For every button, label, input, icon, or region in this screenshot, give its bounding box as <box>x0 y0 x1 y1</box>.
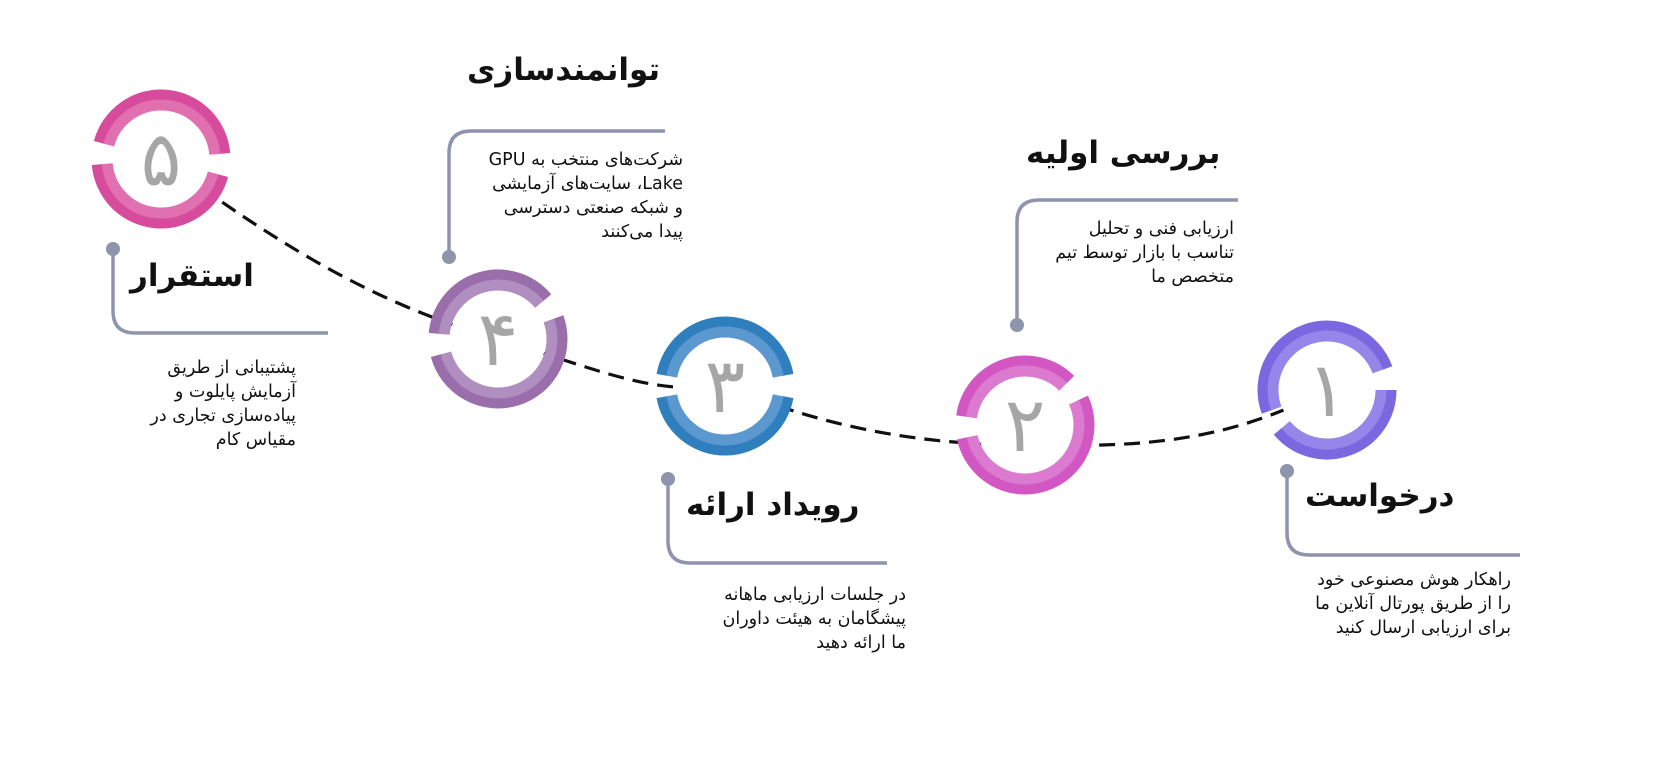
description-line: متخصص ما <box>1151 267 1234 287</box>
description-line: و شبکه صنعتی دسترسی <box>503 198 683 218</box>
ring-arc <box>91 163 229 229</box>
step-1-description: راهکار هوش مصنوعی خود را از طریق پورتال آ… <box>1281 568 1511 640</box>
description-line: پیشگامان به هیئت داوران <box>722 609 906 629</box>
ring-arc <box>966 365 1068 419</box>
ring-center <box>1279 342 1375 438</box>
ring-arc <box>440 318 558 399</box>
ring-arc <box>956 355 1075 417</box>
description-line: در جلسات ارزیابی ماهانه <box>724 585 906 605</box>
ring-arc <box>656 396 794 456</box>
step-4-ring: ۴ <box>428 269 568 409</box>
step-4-description: شرکت‌های منتخب به GPU Lake، سایت‌های آزما… <box>467 148 683 244</box>
step-number: ۲ <box>1005 380 1046 469</box>
description-line: را از طریق پورتال آنلاین ما <box>1315 594 1511 614</box>
ring-arc <box>1273 389 1397 460</box>
step-5-description: پشتیبانی از طریق آزمایش پایلوت و پیاده‌ساز… <box>130 356 296 452</box>
step-1-ring: ۱ <box>1257 320 1397 460</box>
step-2-ring: ۲ <box>956 355 1095 495</box>
step-number: ۱ <box>1307 345 1348 434</box>
step-5-connector <box>111 249 328 335</box>
ring-arc <box>103 99 221 155</box>
step-number: ۳ <box>705 341 746 430</box>
ring-center <box>113 111 209 207</box>
step-4-connector <box>447 129 665 257</box>
ring-arc <box>430 315 568 409</box>
ring-arc <box>93 89 231 155</box>
step-1-connector <box>1285 471 1520 557</box>
description-line: پیاده‌سازی تجاری در <box>150 406 296 426</box>
step-3-title: رویداد ارائه <box>686 487 860 523</box>
ring-arc <box>666 326 784 378</box>
connector-dot <box>661 472 675 486</box>
step-2-connector <box>1015 198 1238 325</box>
description-line: ارزیابی فنی و تحلیل <box>1088 219 1234 239</box>
description-line: مقیاس کام <box>215 430 296 450</box>
connector-dot <box>442 250 456 264</box>
step-3-connector <box>666 479 887 565</box>
step-3-description: در جلسات ارزیابی ماهانه پیشگامان به هیئت … <box>686 583 906 655</box>
step-3-ring: ۳ <box>656 316 794 456</box>
description-line: آزمایش پایلوت و <box>174 382 296 402</box>
ring-center <box>677 338 773 434</box>
description-line: پیدا می‌کنند <box>601 222 683 242</box>
ring-arc <box>1281 389 1387 450</box>
ring-arc <box>656 316 794 376</box>
step-4-title: توانمندسازی <box>467 52 661 88</box>
ring-arc <box>438 279 544 335</box>
description-line: ما ارائه دهید <box>816 633 906 653</box>
step-5-title: استقرار <box>130 258 254 294</box>
ring-arc <box>1267 331 1383 411</box>
description-line: پشتیبانی از طریق <box>167 358 296 378</box>
dashed-timeline-path <box>160 157 1328 448</box>
step-2-title: بررسی اولیه <box>1026 135 1221 171</box>
step-5-ring: ۵ <box>91 89 231 229</box>
step-number: ۴ <box>478 294 519 383</box>
step-2-description: ارزیابی فنی و تحلیل تناسب با بازار توسط ت… <box>1034 217 1234 289</box>
ring-arc <box>957 395 1095 495</box>
ring-center <box>977 377 1073 473</box>
description-line: برای ارزیابی ارسال کنید <box>1335 618 1511 638</box>
connector-dot <box>106 242 120 256</box>
step-1-title: درخواست <box>1305 478 1455 514</box>
description-line: Lake، سایت‌های آزمایشی <box>492 174 683 194</box>
ring-arc <box>101 163 219 219</box>
ring-arc <box>966 399 1085 485</box>
description-line: شرکت‌های منتخب به GPU <box>488 150 683 170</box>
ring-center <box>450 291 546 387</box>
description-line: تناسب با بازار توسط تیم <box>1055 243 1234 263</box>
connector-dot <box>1280 464 1294 478</box>
ring-arc <box>428 269 552 335</box>
description-line: راهکار هوش مصنوعی خود <box>1317 570 1511 590</box>
connector-dot <box>1010 318 1024 332</box>
step-number: ۵ <box>141 114 182 203</box>
ring-arc <box>666 394 784 446</box>
ring-arc <box>1257 320 1393 414</box>
